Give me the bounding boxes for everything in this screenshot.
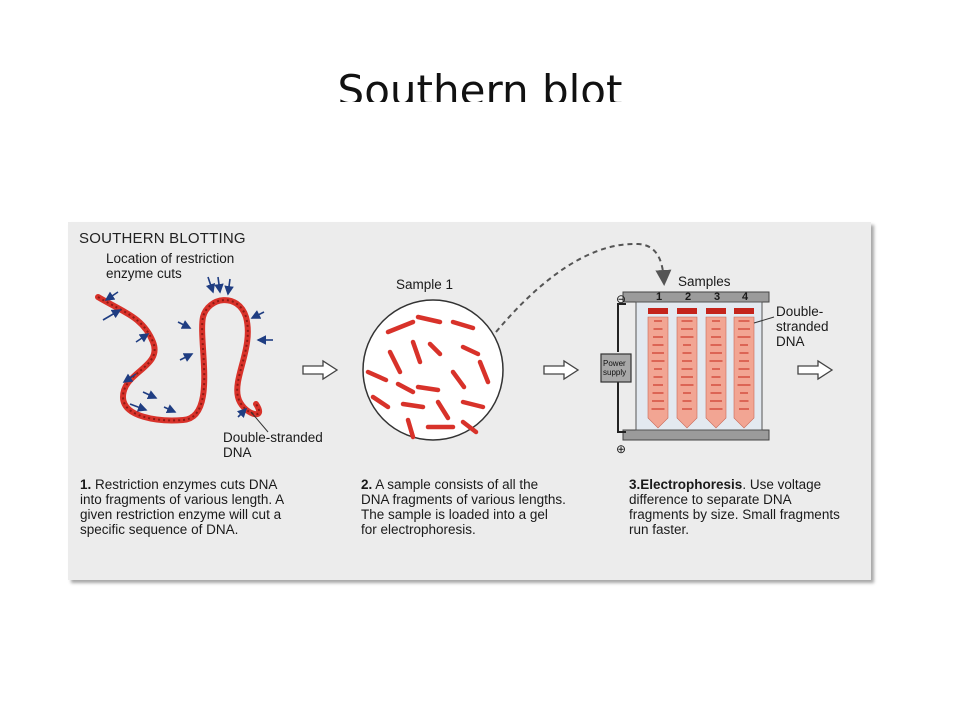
wire-positive <box>617 382 626 433</box>
gel-lane-3 <box>705 316 727 429</box>
sample-label: Sample 1 <box>396 277 454 292</box>
cut-arrow-1 <box>104 291 119 301</box>
cut-arrow-7 <box>163 404 177 414</box>
lane-label-3: 3 <box>714 291 721 303</box>
lane-label-1: 1 <box>656 291 663 303</box>
dna-strand-twist <box>97 296 261 422</box>
step-2-caption: 2. A sample consists of all the DNA frag… <box>361 477 566 537</box>
dna-fragment-9 <box>395 381 416 395</box>
ds-dna-leader-line-2 <box>753 316 775 324</box>
well-3 <box>706 308 726 314</box>
load-sample-arrow <box>495 242 672 333</box>
step-2-number: 2. <box>361 477 373 492</box>
step-3-number: 3. <box>629 477 641 492</box>
lane-label-2: 2 <box>685 291 692 303</box>
dna-fragment-4 <box>387 349 403 375</box>
step-1-number: 1. <box>80 477 92 492</box>
minus-electrode-icon: ⊖ <box>616 292 627 306</box>
dna-fragment-11 <box>450 369 467 390</box>
lane-label-4: 4 <box>742 291 749 303</box>
dna-fragment-19 <box>460 419 479 435</box>
dna-fragment-1 <box>385 319 416 335</box>
southern-blot-figure: SOUTHERN BLOTTING Location of restrictio… <box>68 222 871 580</box>
cut-arrow-10 <box>205 276 216 294</box>
well-4 <box>734 308 754 314</box>
ds-dna-label-2: Double- stranded DNA <box>776 304 829 349</box>
step-3-title: Electrophoresis <box>640 477 743 492</box>
gel-lane-2 <box>676 316 698 429</box>
cut-arrow-3 <box>135 333 150 343</box>
dna-fragment-12 <box>477 359 491 385</box>
well-1 <box>648 308 668 314</box>
slide-title: Southern blot <box>337 66 623 102</box>
ds-dna-leader-line-1 <box>250 411 269 433</box>
cut-arrow-4 <box>122 373 137 383</box>
power-supply-box <box>600 353 632 383</box>
figure-graphics <box>95 242 834 441</box>
dna-fragment-3 <box>450 319 476 331</box>
dna-fragment-13 <box>370 394 391 410</box>
cut-arrow-8 <box>177 320 192 329</box>
process-arrow-1 <box>302 359 339 381</box>
cut-arrow-9 <box>179 353 194 362</box>
step-3-caption: 3.Electrophoresis. Use voltage differenc… <box>629 477 844 537</box>
gel-lane-4 <box>733 316 755 429</box>
gel-bottom-bar <box>622 429 770 441</box>
dna-fragment-17 <box>405 417 416 440</box>
step-1-caption: 1. Restriction enzymes cuts DNA into fra… <box>80 477 295 537</box>
step-1-text: Restriction enzymes cuts DNA into fragme… <box>80 477 284 537</box>
dna-strand <box>95 294 263 424</box>
cuts-location-label: Location of restriction enzyme cuts <box>106 251 235 281</box>
wire-negative <box>617 303 626 352</box>
step-3-text: . Use voltage difference to separate DNA… <box>629 477 840 537</box>
well-2 <box>677 308 697 314</box>
dna-fragment-8 <box>365 369 389 383</box>
dna-fragment-16 <box>460 399 486 410</box>
cut-arrow-13 <box>250 310 265 319</box>
dna-fragment-7 <box>460 344 481 357</box>
dna-fragment-15 <box>435 399 451 421</box>
process-arrow-3 <box>797 359 834 381</box>
dna-fragment-10 <box>415 384 441 393</box>
dna-fragment-5 <box>410 339 423 365</box>
dna-fragment-2 <box>415 314 443 325</box>
samples-label: Samples <box>678 274 731 289</box>
cut-arrow-6 <box>129 402 148 412</box>
power-supply-label: Power supply <box>603 359 627 377</box>
cut-arrow-15 <box>236 407 248 419</box>
cut-arrow-5 <box>142 390 158 400</box>
cut-arrow-2 <box>102 309 122 321</box>
figure-heading: SOUTHERN BLOTTING <box>79 230 246 247</box>
plus-electrode-icon: ⊕ <box>616 442 627 456</box>
ds-dna-label-1: Double-stranded DNA <box>223 430 323 460</box>
dna-fragment-6 <box>427 341 443 357</box>
dna-fragment-14 <box>400 401 426 410</box>
process-arrow-2 <box>543 359 580 381</box>
cut-arrow-12 <box>224 278 234 296</box>
step-2-text: A sample consists of all the DNA fragmen… <box>361 477 566 537</box>
cut-arrow-11 <box>214 276 224 294</box>
gel-lane-1 <box>647 316 669 429</box>
